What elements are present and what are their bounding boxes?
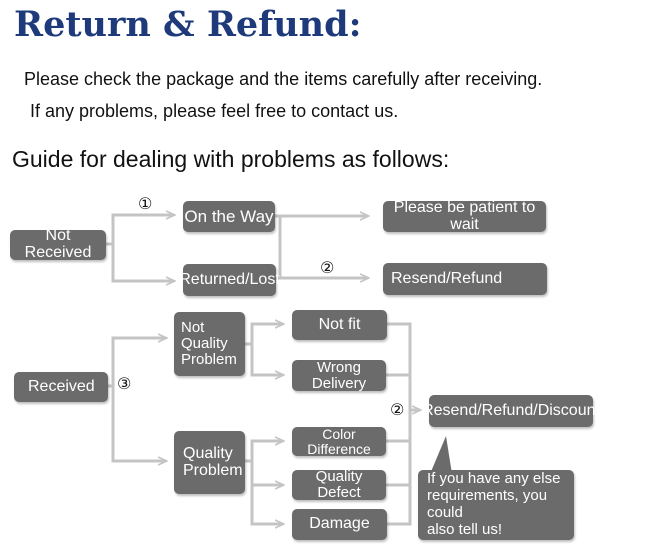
connector-quality-color [245, 441, 283, 463]
connector-quality-damage [250, 485, 283, 524]
intro-line-2: If any problems, please feel free to con… [30, 101, 399, 121]
node-quality-problem: Quality Problem [174, 431, 245, 494]
marker-step-3: ③ [117, 374, 132, 393]
intro-line-1: Please check the package and the items c… [24, 69, 543, 89]
node-damage: Damage [292, 509, 387, 540]
node-not-received: Not Received [10, 227, 106, 261]
connector-notquality-notfit [245, 324, 283, 346]
node-be-patient: Please be patient to wait [383, 199, 546, 232]
marker-step-2-bottom: ② [390, 400, 405, 419]
node-quality-defect: Quality Defect [292, 469, 386, 500]
node-resend-refund: Resend/Refund [383, 263, 547, 295]
page-title: Return & Refund: [14, 4, 362, 45]
node-resend-refund-discount: Resend/Refund/Discount [422, 395, 600, 427]
guide-heading: Guide for dealing with problems as follo… [12, 146, 450, 172]
connector-received-quality [111, 386, 166, 461]
connector-collect [387, 322, 412, 526]
connector-notreceived-ontheway [106, 215, 174, 246]
node-received: Received [14, 372, 108, 402]
node-not-fit: Not fit [292, 310, 387, 340]
node-returned-lost: Returned/Lost [179, 264, 280, 296]
node-color-difference: Color Difference [292, 426, 386, 456]
node-not-quality-problem: Not Quality Problem [174, 312, 245, 376]
marker-step-2-top: ② [320, 258, 335, 277]
marker-step-1: ① [138, 194, 153, 213]
node-else-requirements: If you have any else requirements, you c… [418, 470, 574, 540]
node-wrong-delivery: Wrong Delivery [292, 359, 386, 391]
connector-notreceived-returned [111, 244, 174, 281]
connector-received-notquality [108, 338, 166, 388]
connector-notquality-wrong [250, 344, 283, 375]
node-on-the-way: On the Way [183, 201, 275, 232]
